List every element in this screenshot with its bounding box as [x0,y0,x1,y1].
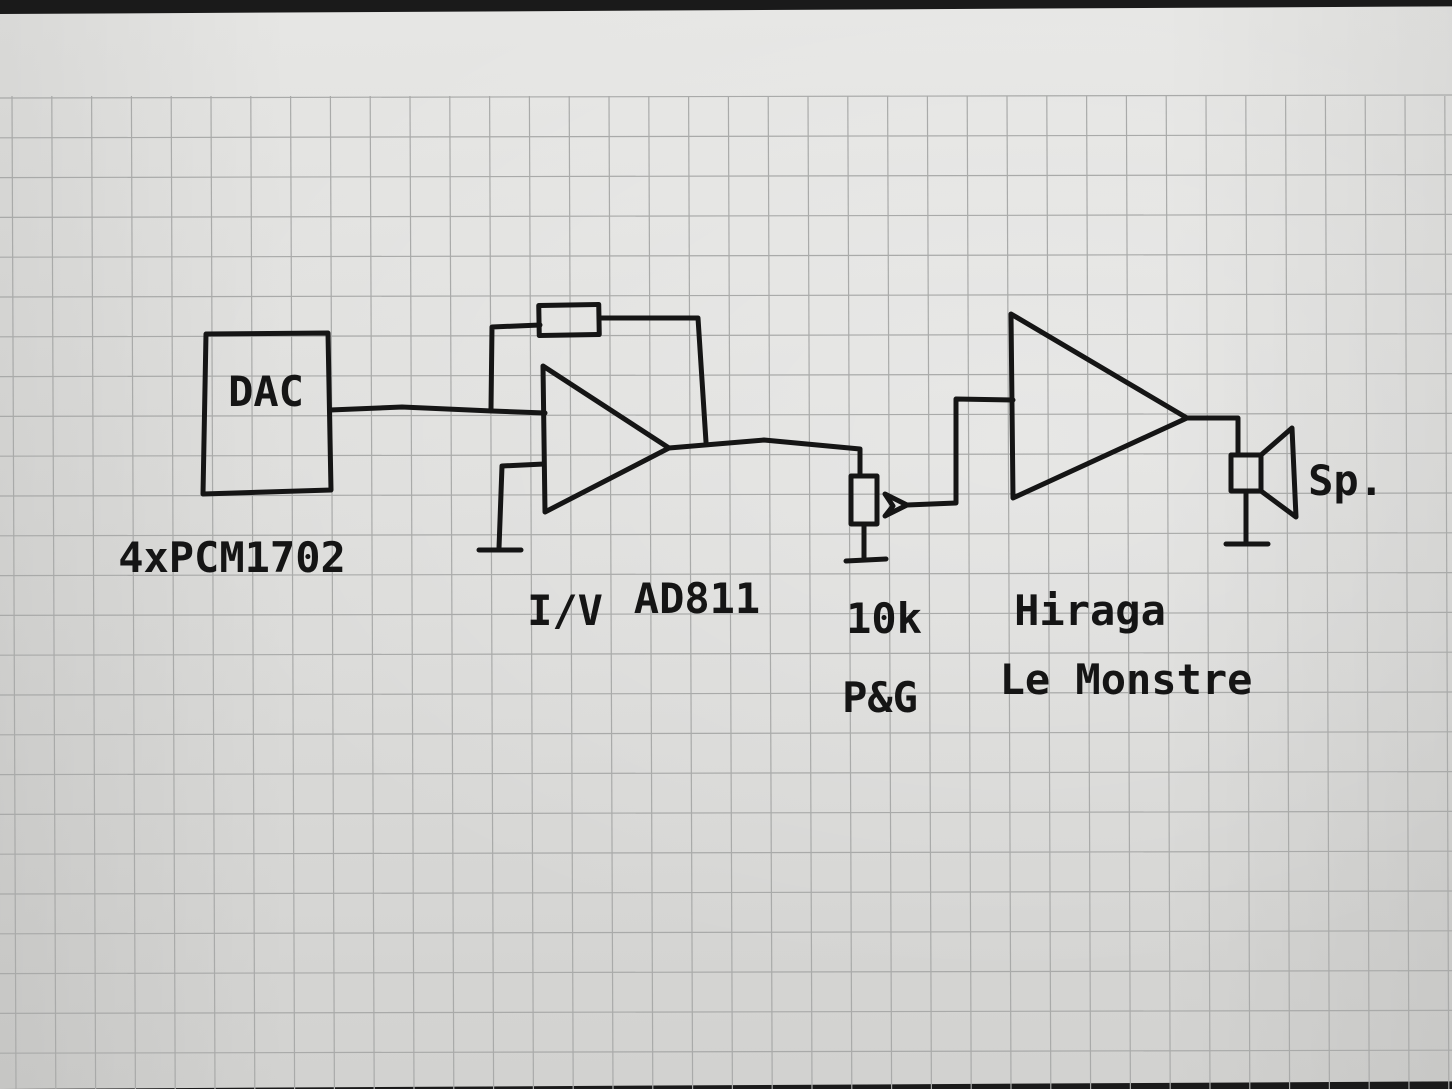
grid-line-horizontal [0,890,1452,895]
grid-line-vertical [130,95,136,1089]
grid-line-vertical [1404,95,1410,1089]
dac-label: DAC [228,367,304,416]
pot-value-caption: 10k [846,594,922,643]
amp-name-caption: Hiraga [1014,586,1166,635]
grid-line-vertical [290,95,296,1089]
grid-line-vertical [926,95,933,1089]
grid-line-horizontal [0,969,1452,975]
grid-line-horizontal [0,452,1452,457]
grid-line-horizontal [0,174,1452,179]
grid-line-vertical [329,95,335,1089]
dac-caption: 4xPCM1702 [118,533,346,582]
grid-line-vertical [409,95,415,1089]
pot-brand-caption: P&G [842,673,918,722]
iv-caption: I/V [527,586,603,635]
grid-line-horizontal [0,1049,1452,1054]
grid-line-horizontal [0,1009,1452,1015]
grid-line-vertical [210,95,216,1089]
grid-line-vertical [1444,95,1450,1089]
grid-line-horizontal [0,930,1452,935]
grid-lines [0,94,1452,1089]
grid-line-vertical [489,95,495,1089]
grid-line-horizontal [0,333,1452,338]
grid-line-horizontal [0,412,1452,417]
iv-opamp: I/V AD811 [476,301,863,635]
grid-line-horizontal [0,810,1452,816]
power-amplifier: Hiraga Le Monstre [1000,311,1253,704]
grid-line-horizontal [0,373,1452,378]
grid-line-vertical [1364,95,1370,1089]
grid-line-vertical [1125,95,1132,1089]
grid-line-vertical [886,95,893,1089]
volume-potentiometer: 10k P&G [842,396,1016,722]
grid-line-vertical [608,95,614,1089]
grid-line-vertical [369,95,375,1089]
grid-line-vertical [648,95,654,1089]
grid-line-horizontal [0,94,1452,99]
speaker-caption: Sp. [1308,456,1384,505]
grid-line-horizontal [0,731,1452,736]
grid-line-vertical [727,95,734,1089]
grid-line-vertical [1324,95,1331,1089]
grid-line-horizontal [0,691,1452,696]
opamp-caption: AD811 [634,574,760,623]
speaker-icon: Sp. [1223,425,1384,547]
wire-dac-to-iv [327,404,548,416]
grid-line-vertical [1165,95,1171,1089]
grid-line-horizontal [0,532,1452,537]
grid-line-vertical [1245,95,1251,1089]
grid-line-vertical [847,95,853,1089]
grid-line-vertical [449,95,455,1089]
dac-block: DAC 4xPCM1702 [118,330,346,582]
grid-line-vertical [1284,95,1291,1089]
grid-line-vertical [767,95,773,1089]
grid-line-horizontal [0,571,1452,577]
grid-line-vertical [687,95,694,1089]
grid-line-horizontal [0,213,1452,218]
amp-model-caption: Le Monstre [1000,655,1253,704]
grid-line-vertical [11,95,17,1089]
grid-line-horizontal [0,850,1452,855]
grid-line-vertical [250,95,256,1089]
grid-line-vertical [528,95,535,1089]
grid-line-vertical [1006,95,1012,1089]
grid-line-vertical [568,95,574,1089]
grid-line-horizontal [0,492,1452,497]
grid-line-horizontal [0,611,1452,617]
grid-line-vertical [1085,95,1092,1089]
grid-line-horizontal [0,134,1452,139]
grid-line-vertical [170,95,176,1089]
grid-line-horizontal [0,770,1452,776]
grid-line-vertical [1205,95,1211,1089]
grid-line-vertical [51,95,57,1089]
grid-line-vertical [966,95,972,1089]
grid-line-horizontal [0,253,1452,258]
grid-line-vertical [807,95,813,1089]
grid-line-vertical [91,95,97,1089]
grid-line-horizontal [0,651,1452,656]
grid-line-horizontal [0,293,1452,298]
grid-line-vertical [1046,95,1052,1089]
